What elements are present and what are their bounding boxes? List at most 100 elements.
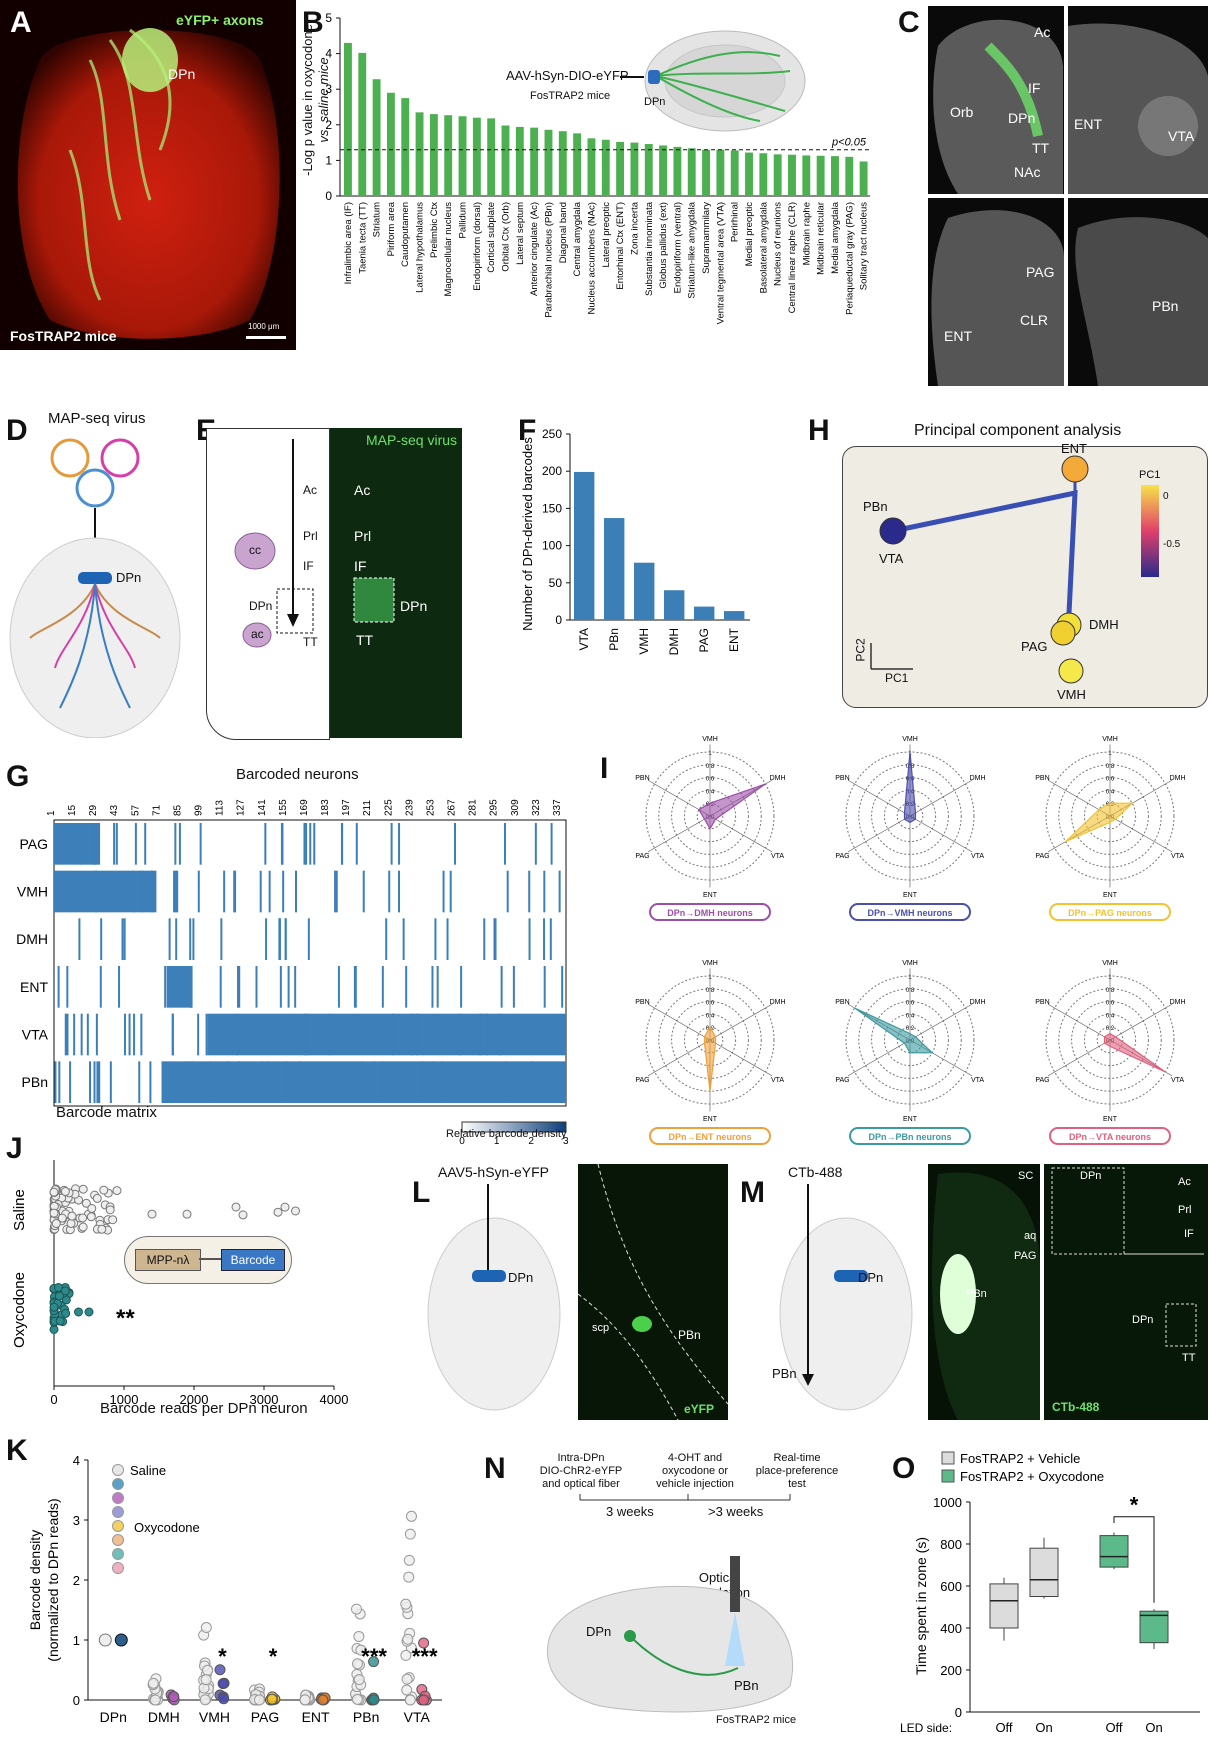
b-bar	[458, 116, 467, 196]
k-ylabel-1: Barcode density	[27, 1530, 43, 1630]
g-barcode-line	[558, 870, 561, 913]
g-barcode-line	[236, 1013, 239, 1056]
i-axis-label: PAG	[835, 853, 849, 860]
k-legend-dot	[112, 1506, 124, 1518]
i-axis-label: VTA	[1171, 1077, 1184, 1084]
j-saline-dot	[78, 1213, 88, 1223]
g-column-tick: 85	[172, 804, 183, 816]
i-group-label: DPn→VTA neurons	[1069, 1132, 1151, 1142]
n-step3-l1: Real-time	[773, 1452, 821, 1464]
b-category-label: Zona incerta	[629, 201, 640, 255]
b-bar	[515, 126, 524, 196]
g-barcode-line	[295, 870, 298, 913]
i-axis-label: DMH	[970, 999, 986, 1006]
i-radar-spoke	[709, 815, 773, 853]
b-bar	[344, 42, 352, 196]
k-saline-dot	[401, 1684, 413, 1696]
b-bar	[530, 127, 539, 196]
k-category-label: DMH	[148, 1709, 180, 1725]
k-saline-dot	[200, 1674, 212, 1686]
i-ring-label: 0.2	[906, 1026, 915, 1032]
panel-h-title: Principal component analysis	[914, 422, 1122, 439]
i-radar-spoke	[1047, 1003, 1111, 1041]
g-column-tick: 197	[341, 799, 352, 816]
n-timeline	[579, 1494, 791, 1501]
k-legend-saline: Saline	[130, 1463, 166, 1478]
b-category-label: Prelimbic Ctx	[429, 202, 440, 258]
g-cbar-tick: 3	[563, 1136, 569, 1147]
o-sig-bracket	[1113, 1516, 1155, 1603]
g-barcode-line	[199, 823, 202, 865]
g-barcode-block	[166, 966, 193, 1008]
n-mice: FosTRAP2 mice	[716, 1714, 797, 1726]
i-axis-label: VMH	[1102, 960, 1118, 967]
c-label-pag: PAG	[1026, 264, 1055, 280]
n-step2-l1: 4-OHT and	[667, 1452, 723, 1464]
g-barcode-line	[416, 1013, 419, 1056]
k-saline-dot	[202, 1664, 214, 1676]
g-barcode-line	[57, 966, 60, 1008]
c-label-if: IF	[1028, 80, 1041, 96]
j-saline-dot	[105, 1205, 115, 1215]
g-row-label: PBn	[22, 1074, 48, 1090]
i-radar-shape	[703, 1025, 717, 1092]
g-barcode-line	[164, 966, 167, 1008]
g-barcode-line	[503, 823, 506, 865]
g-barcode-line	[64, 1013, 67, 1056]
k-oxy-dot	[168, 1691, 180, 1703]
g-barcode-line	[561, 966, 564, 1008]
i-ring-label: 1	[708, 975, 712, 981]
g-column-tick: 155	[278, 799, 289, 816]
c-label-orb: Orb	[950, 104, 974, 120]
b-bar	[487, 118, 496, 196]
m2-prl: Prl	[1178, 1204, 1192, 1216]
g-barcode-block	[54, 870, 157, 913]
g-column-tick: 43	[109, 804, 120, 816]
g-column-tick: 15	[67, 804, 78, 816]
panel-m-tracer: CTb-488	[788, 1164, 843, 1180]
o-x-label: Off	[995, 1720, 1012, 1735]
g-barcode-line	[173, 870, 176, 913]
o-box	[989, 1583, 1019, 1629]
g-barcode-line	[543, 966, 546, 1008]
n-pbn: PBn	[734, 1678, 759, 1693]
k-category-label: PAG	[251, 1709, 280, 1725]
o-x-label: On	[1145, 1720, 1162, 1735]
g-column-tick: 295	[489, 799, 500, 816]
b-category-label: Periaqueductal gray (PAG)	[844, 202, 855, 315]
b-bar	[472, 117, 481, 196]
g-row-label: VTA	[22, 1027, 49, 1043]
b-category-label: Anterior cingulate (Ac)	[529, 202, 540, 296]
f-y-tick-label: 150	[542, 501, 562, 515]
panel-d-virus-label: MAP-seq virus	[48, 410, 146, 427]
g-barcode-line	[483, 918, 486, 960]
j-saline-dot	[238, 1210, 248, 1220]
m2-tt: TT	[1182, 1352, 1196, 1364]
o-y-tick-label: 400	[940, 1621, 962, 1636]
g-barcode-line	[402, 918, 405, 960]
f-bar	[724, 611, 745, 620]
m2-dpn: DPn	[1132, 1314, 1154, 1326]
g-colorbar	[461, 1121, 567, 1133]
g-barcode-line	[278, 918, 281, 960]
panel-letter-n: N	[484, 1452, 506, 1485]
panel-m-micrograph-2: DPn Ac Prl IF DPn TT CTb-488	[1044, 1164, 1208, 1420]
i-axis-label: DMH	[970, 775, 986, 782]
b-bar	[716, 149, 725, 196]
g-column-tick: 337	[552, 799, 563, 816]
h-pc1-label: PC1	[885, 671, 909, 685]
g-column-tick: 1	[46, 810, 57, 816]
b-y-tick-label: 5	[325, 11, 332, 25]
i-ring-label: 0.4	[1106, 789, 1115, 795]
b-y-tick-label: 4	[325, 47, 332, 61]
g-barcode-block	[207, 1013, 566, 1056]
panel-h-box: ENT PBn VTA DMH PAG VMH PC1 PC2 PC1 0 -0…	[842, 441, 1208, 708]
b-bar	[816, 155, 825, 196]
i-radar-ring	[1096, 802, 1124, 830]
i-axis-label: ENT	[1103, 1116, 1118, 1123]
k-saline-dot	[353, 1630, 365, 1642]
n-step1-l2: DIO-ChR2-eYFP	[539, 1465, 623, 1477]
b-bar	[386, 92, 395, 196]
b-category-label: Lateral preoptic	[601, 202, 612, 268]
